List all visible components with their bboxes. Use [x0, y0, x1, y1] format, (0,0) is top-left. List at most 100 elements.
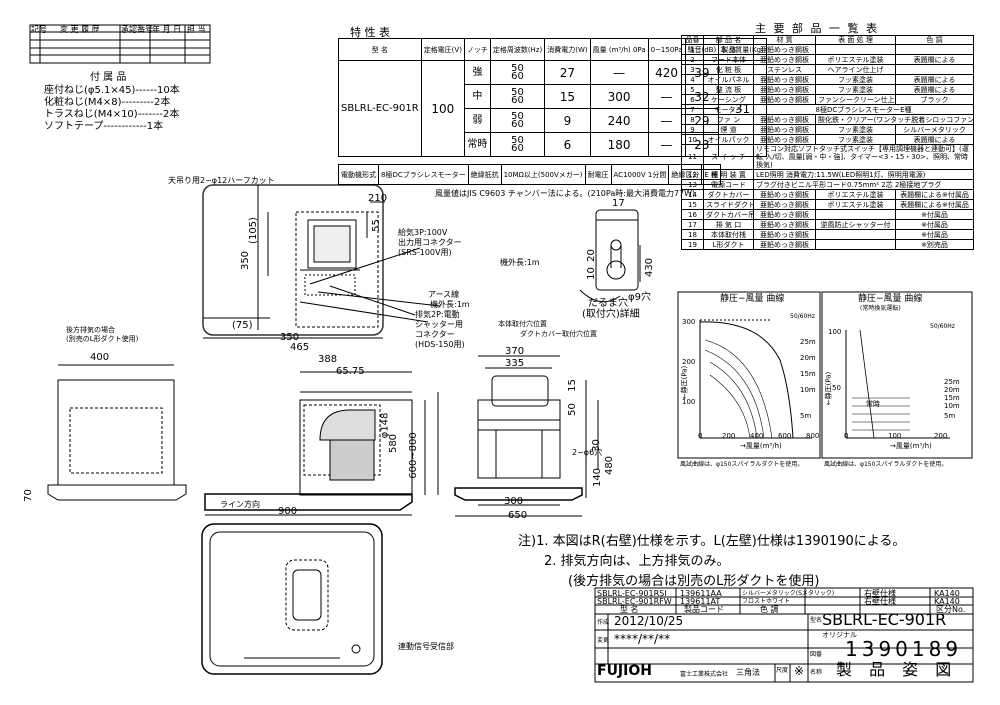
part-no: 11: [681, 144, 704, 170]
variant-header: 区分No.: [936, 605, 966, 614]
spec-notch: 強: [463, 60, 491, 85]
graph-left-xtick: 800: [806, 432, 820, 440]
dim-465: 465: [290, 342, 310, 353]
graph-left-xtick: 0: [698, 432, 703, 440]
graph-right-curve-label: 5m: [944, 412, 956, 420]
rev-header-history: 変 更 履 歴: [60, 25, 100, 34]
drawing-no-value: 1390189: [845, 637, 963, 661]
company-logo: FUJIOH: [597, 663, 652, 679]
spec-footer-cell: 絶縁抵抗: [467, 164, 502, 185]
spec-air150: 420: [647, 60, 686, 85]
spec-model: SBLRL-EC-901R: [338, 60, 422, 157]
rev-header-person: 担 当: [187, 25, 206, 34]
original-label: オリジナル: [822, 631, 857, 639]
shutter-label: 排気2P:電動: [415, 310, 460, 319]
part-no: 18: [681, 229, 704, 240]
variant-header: 型 名: [620, 605, 639, 614]
spec-air150: —: [647, 84, 686, 109]
rev-header-date: 年 月 日: [152, 25, 182, 34]
graph-left-ytick: 100: [682, 398, 696, 406]
dim-70: 70: [22, 489, 34, 502]
part-name: 整 流 板: [703, 84, 754, 95]
graph-right-curve-label: 20m: [944, 386, 960, 394]
graph-right-xtick: 100: [888, 432, 902, 440]
variant-code: 139611AT: [680, 597, 721, 606]
part-material: 亜鉛めっき鋼板: [753, 114, 816, 125]
parts-header: 部 品 名: [703, 35, 754, 45]
spec-air0: —: [589, 60, 649, 85]
graph-left-title: 静圧−風量 曲線: [720, 294, 785, 304]
variant-header: 色 調: [760, 605, 779, 614]
part-finish: [815, 229, 896, 240]
part-finish: [815, 209, 896, 220]
graph-right-legend: 50/60Hz: [930, 323, 955, 330]
graph-right-ytick: 50: [832, 384, 841, 392]
part-material: LED照明 消費電力:11.5W(LED照明1灯、照明用電源): [753, 169, 974, 180]
keyhole-label-2: (取付穴)詳細: [582, 309, 640, 320]
accessory-item: 化粧ねじ(M4×8)---------2本: [44, 97, 171, 108]
part-color: [895, 44, 974, 55]
spec-header: 定格電圧(V): [420, 38, 465, 61]
graph-left-xtick: 200: [722, 432, 736, 440]
variant-model: SBLRL-EC-901RSI: [597, 589, 667, 598]
variant-header: 製品コード: [684, 605, 724, 614]
part-name: スライドダクト: [703, 199, 754, 210]
graph-right-frame: [821, 291, 973, 459]
part-material: 亜鉛めっき鋼板: [753, 239, 816, 250]
part-name: 煙 道: [703, 124, 754, 135]
part-no: 15: [681, 199, 704, 210]
part-material: 亜鉛めっき鋼板: [753, 189, 816, 200]
part-no: 10: [681, 134, 704, 145]
spec-header: 消費電力(W): [544, 38, 591, 61]
revision-table-frame: [29, 24, 211, 64]
projection: 三角法: [736, 668, 760, 677]
part-no: 1: [681, 44, 704, 55]
part-color: 表題欄による: [895, 134, 974, 145]
spec-footer-cell: 耐電圧: [584, 164, 612, 185]
scale-value: ※: [794, 664, 805, 678]
accessories-title: 付 属 品: [90, 72, 127, 83]
part-material: 亜鉛めっき鋼板: [753, 84, 816, 95]
part-no: 7: [681, 104, 704, 115]
part-no: 6: [681, 94, 704, 105]
variant-model: SBLRL-EC-901RFW: [597, 597, 672, 606]
spec-air0: 300: [589, 84, 649, 109]
company-name: 富士工業株式会社: [680, 671, 729, 678]
front-view: [204, 371, 439, 516]
part-material: 亜鉛めっき鋼板: [753, 209, 816, 220]
part-no: 8: [681, 114, 704, 125]
graph-right-curve-label: 15m: [944, 394, 960, 402]
keyhole-detail: [579, 209, 641, 303]
shutter-label-4: (HDS-150用): [415, 340, 465, 349]
dim-388: 388: [318, 354, 338, 365]
rev-label: 変更: [597, 637, 610, 644]
variant-spec: 右壁仕様: [864, 597, 896, 606]
spec-footer-cell: 10MΩ以上(500Vメガー): [500, 164, 586, 185]
scale-label: 尺度: [776, 667, 789, 674]
part-material: 亜鉛めっき鋼板: [753, 199, 816, 210]
line-direction-label: ライン方向: [220, 500, 260, 509]
variant-class: KA140: [934, 589, 960, 598]
part-name: 本体取付桟: [703, 229, 754, 240]
spec-notch: 弱: [463, 108, 491, 133]
shutter-label-3: コネクター: [415, 330, 455, 339]
graph-right-curve-label: 10m: [944, 402, 960, 410]
spec-notch: 常時: [463, 132, 491, 157]
dim-350-vert: 350: [240, 250, 252, 271]
power-cord-label: 給気3P:100V: [398, 228, 448, 237]
spec-note: 風量値はJIS C9603 チャンバー法による。(210Pa時:最大消費電力77…: [435, 189, 696, 198]
spec-air0: 180: [589, 132, 649, 157]
cover-hole-label: ダクトカバー取付穴位置: [520, 330, 597, 338]
part-color: ※付属品: [895, 219, 974, 230]
part-no: 17: [681, 219, 704, 230]
accessory-item: トラスねじ(M4×10)-------2本: [44, 109, 180, 120]
spec-header: 型 名: [338, 38, 422, 61]
part-no: 14: [681, 189, 704, 200]
ground-wire-label: アース線: [428, 290, 460, 299]
graph-right-xtick: 0: [844, 432, 849, 440]
drawing-no-label: 図番: [810, 651, 823, 658]
part-no: 2: [681, 54, 704, 65]
part-material: 亜鉛めっき鋼板: [753, 229, 816, 240]
dim-400: 400: [90, 352, 110, 363]
